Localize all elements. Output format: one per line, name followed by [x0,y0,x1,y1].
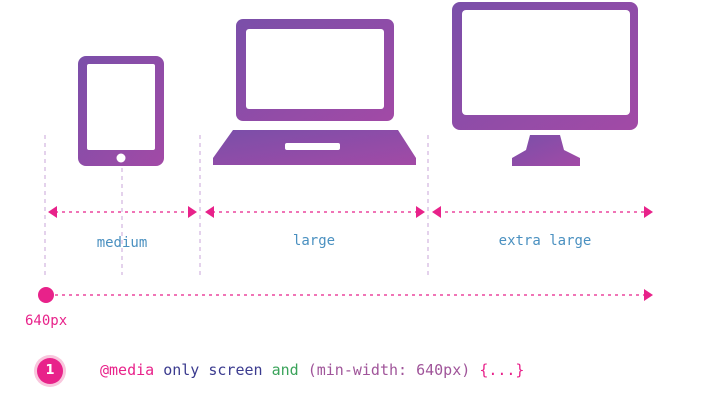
step-badge: 1 [37,358,63,384]
breakpoint-label: 640px [25,313,68,329]
range-lines [55,211,645,296]
media-query-code: @media only screen and (min-width: 640px… [100,361,524,379]
code-screen: screen [208,361,263,379]
label-medium: medium [96,235,148,251]
laptop-icon [213,19,416,165]
label-extra-large: extra large [498,233,592,249]
tablet-icon [78,56,164,166]
guide-lines [44,135,429,275]
code-at-rule: @media [100,361,155,379]
code-query: (min-width: 640px) [307,361,471,379]
monitor-icon [452,2,638,166]
breakpoint-dot [38,287,54,303]
code-only: only [163,361,200,379]
code-and: and [271,361,299,379]
arrowheads [48,206,653,301]
code-body: {...} [479,361,525,379]
label-large: large [292,233,336,249]
